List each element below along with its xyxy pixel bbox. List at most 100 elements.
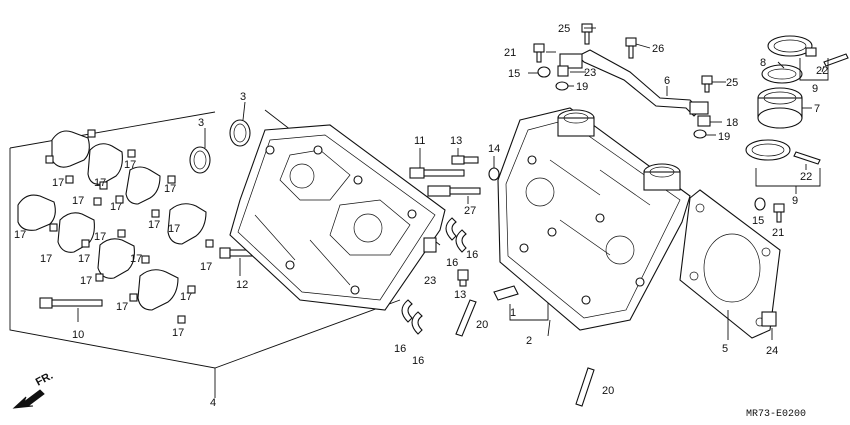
washer-15-top [537,66,551,78]
bracket-lines-9 [755,58,829,194]
callout-22a: 22 [816,65,828,77]
callout-3b: 3 [240,91,246,103]
callout-17-13: 17 [168,223,180,235]
callout-14: 14 [488,143,500,155]
callout-7: 7 [814,103,820,115]
callout-23a: 23 [584,67,596,79]
bolt-13-lower [457,269,469,287]
callout-23b: 23 [424,275,436,287]
nut-23-top [557,65,569,77]
callout-17-17: 17 [180,291,192,303]
callout-6: 6 [664,75,670,87]
callout-17-4: 17 [110,201,122,213]
dowel-24 [761,311,777,340]
callout-19b: 19 [718,131,730,143]
stud-20-upper [455,299,477,337]
callout-16a: 16 [446,257,458,269]
callout-20b: 20 [602,385,614,397]
callout-10: 10 [72,329,84,341]
intake-clamp-lower [745,139,791,161]
callout-17-15: 17 [80,275,92,287]
bolt-25-top [581,23,593,45]
callout-27: 27 [464,205,476,217]
callout-21b: 21 [772,227,784,239]
callout-17-10: 17 [148,219,160,231]
callout-11: 11 [414,135,425,147]
screw-22-top [823,53,849,67]
cam-holder-group [17,129,214,324]
breather-pipe-6 [559,49,709,117]
callout-17-6: 17 [164,183,176,195]
dowel-23-left [423,237,437,253]
callout-9a: 9 [812,83,818,95]
front-direction-label: FR. [34,370,55,389]
callout-15b: 15 [752,215,764,227]
callout-22b: 22 [800,171,812,183]
cylinder-head-left [229,124,446,311]
callout-26: 26 [652,43,664,55]
o-ring-3 [189,101,251,174]
callout-17-1: 17 [52,177,64,189]
washer-14 [488,156,500,181]
callout-25b: 25 [726,77,738,89]
callout-16b: 16 [466,249,478,261]
callout-16c: 16 [394,343,406,355]
dowel-1 [493,285,549,321]
callout-24: 24 [766,345,778,357]
callout-17-7: 17 [14,229,26,241]
callout-17-9: 17 [94,231,106,243]
bolt-10 [39,297,103,322]
callout-8: 8 [760,57,766,69]
callout-16d: 16 [412,355,424,367]
callout-17-18: 17 [172,327,184,339]
callout-1: 1 [510,307,516,319]
intake-ring [761,64,803,84]
callout-9b: 9 [792,195,798,207]
plug-27 [427,185,481,204]
callout-labels: 1 2 3 3 4 5 6 7 8 9 9 10 11 12 13 13 14 … [14,23,828,409]
callout-25a: 25 [558,23,570,35]
callout-17-12: 17 [130,253,142,265]
callout-15a: 15 [508,68,520,80]
stud-20-lower [575,367,595,407]
callout-13b: 13 [454,289,466,301]
washer-19-top [555,81,569,91]
bearing-shells-16 [401,217,467,335]
callout-3a: 3 [198,117,204,129]
washer-19-right [693,129,707,139]
bolt-13-top [451,148,479,165]
spark-plug-11 [409,148,465,179]
leader-lines [528,27,825,337]
bolt-25-mid [701,75,713,93]
callout-13a: 13 [450,135,462,147]
head-gasket-5 [679,189,781,340]
callout-17-8: 17 [40,253,52,265]
callout-17-5: 17 [124,159,136,171]
screw-22-lower [793,151,821,165]
callout-18: 18 [726,117,738,129]
callout-4: 4 [210,397,216,409]
callout-19a: 19 [576,81,588,93]
bolt-26 [625,37,637,59]
bolt-21-top [533,43,545,63]
callout-20a: 20 [476,319,488,331]
fitting-18 [697,115,711,127]
callout-5: 5 [722,343,728,355]
callout-17-3: 17 [94,177,106,189]
diagram-code: MR73-E0200 [746,409,806,420]
callout-2: 2 [526,335,532,347]
callout-17-16: 17 [116,301,128,313]
callout-17-2: 17 [72,195,84,207]
callout-17-11: 17 [78,253,90,265]
washer-15-right [754,197,766,211]
intake-joint-7 [757,87,803,129]
callout-21a: 21 [504,47,516,59]
bolt-21-right [773,203,785,223]
front-direction-arrow: FR. [12,370,55,409]
cylinder-head-right [497,107,691,331]
callout-12: 12 [236,279,248,291]
callout-17-14: 17 [200,261,212,273]
intake-clamp-8 [767,35,817,57]
